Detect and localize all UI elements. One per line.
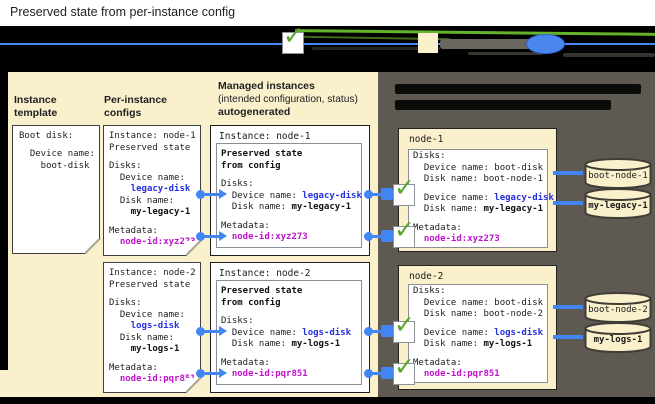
column-header-instance-template: Instance template xyxy=(14,94,58,119)
title-bar: Preserved state from per-instance config xyxy=(0,0,655,26)
disk-cylinder-label-2: boot-node-2 xyxy=(588,305,648,315)
connector-line xyxy=(369,330,382,333)
disk-cylinder-label-1: my-legacy-1 xyxy=(588,201,648,211)
vm-box-node-2: node-2 Disks: Device name: boot-disk Dis… xyxy=(398,265,557,390)
panel-corner xyxy=(0,370,8,397)
arrowhead-icon xyxy=(219,231,227,241)
cylinder-icon xyxy=(584,292,652,323)
connector-line xyxy=(369,235,382,238)
arrowhead-icon xyxy=(219,368,227,378)
connector-dot xyxy=(364,190,373,199)
connector-dot xyxy=(364,232,373,241)
legend-streak xyxy=(468,52,543,55)
legend-streak xyxy=(563,53,655,57)
cylinder-icon xyxy=(584,158,652,189)
vm-code: Disks: Device name: boot-disk Disk name:… xyxy=(413,151,554,245)
disk-cylinder-label-3: my-logs-1 xyxy=(593,335,643,345)
connector-node xyxy=(381,230,393,242)
disk-cylinder: boot-node-1 xyxy=(582,158,654,189)
folded-corner xyxy=(186,378,202,394)
instance-template-code: Boot disk: Device name: boot-disk xyxy=(19,131,95,171)
instance-template-box: Boot disk: Device name: boot-disk xyxy=(12,125,101,255)
connector-node xyxy=(381,188,393,200)
connector-dot xyxy=(196,232,205,241)
vm-name: node-1 xyxy=(409,134,444,145)
connector-dot xyxy=(196,190,205,199)
status-checkbox: ✓ xyxy=(393,175,415,206)
managed-instance-header: Instance: node-1 xyxy=(219,131,311,142)
check-icon: ✓ xyxy=(283,21,304,50)
connector-line xyxy=(201,235,220,238)
disk-link-line xyxy=(553,335,583,339)
disk-link-line xyxy=(553,171,583,175)
legend-reference-ellipse-icon xyxy=(526,34,565,54)
check-icon: ✓ xyxy=(394,215,415,244)
cylinder-icon xyxy=(584,188,652,219)
disk-cylinder: boot-node-2 xyxy=(582,292,654,323)
legend-streak xyxy=(312,47,440,50)
legend-blue-line xyxy=(0,43,655,45)
legend-preserved-state-swatch-icon xyxy=(418,33,438,53)
status-checkbox: ✓ xyxy=(393,354,415,385)
vm-panel-heading-bar xyxy=(395,84,641,94)
vm-name: node-2 xyxy=(409,271,444,282)
arrowhead-icon xyxy=(219,189,227,199)
connector-line xyxy=(369,372,382,375)
connector-node xyxy=(381,325,393,337)
legend-green-line xyxy=(294,29,655,36)
connector-dot xyxy=(196,369,205,378)
connector-line xyxy=(201,372,220,375)
folded-corner xyxy=(186,241,202,257)
connector-line xyxy=(201,193,220,196)
folded-corner xyxy=(85,239,101,255)
check-icon: ✓ xyxy=(394,310,415,339)
disk-cylinder-label-0: boot-node-1 xyxy=(588,171,648,181)
managed-instance-header: Instance: node-2 xyxy=(219,268,311,279)
connector-dot xyxy=(364,327,373,336)
connector-dot xyxy=(364,369,373,378)
column-header-per-instance-configs: Per-instance configs xyxy=(104,94,168,119)
column-header-managed-instances: Managed instances (intended configuratio… xyxy=(218,80,358,118)
vm-box-node-1: node-1 Disks: Device name: boot-disk Dis… xyxy=(398,128,557,252)
cylinder-icon xyxy=(584,322,652,353)
legend-streak xyxy=(440,39,552,49)
arrowhead-icon xyxy=(219,326,227,336)
connector-line xyxy=(201,330,220,333)
vm-inner-box: Disks: Device name: boot-disk Disk name:… xyxy=(408,149,554,248)
vm-code: Disks: Device name: boot-disk Disk name:… xyxy=(413,286,544,380)
disk-cylinder: my-logs-1 xyxy=(582,322,654,353)
check-icon: ✓ xyxy=(394,352,415,381)
connector-line xyxy=(369,193,382,196)
page-title: Preserved state from per-instance config xyxy=(10,5,236,19)
legend-check-icon: ✓ xyxy=(282,23,304,54)
connector-dot xyxy=(196,327,205,336)
status-checkbox: ✓ xyxy=(393,217,415,248)
status-checkbox: ✓ xyxy=(393,312,415,343)
vm-inner-box: Disks: Device name: boot-disk Disk name:… xyxy=(408,284,548,383)
disk-link-line xyxy=(553,201,583,205)
vm-panel-heading-bar xyxy=(395,100,611,110)
check-icon: ✓ xyxy=(394,173,415,202)
connector-node xyxy=(381,367,393,379)
disk-link-line xyxy=(553,305,583,309)
disk-cylinder: my-legacy-1 xyxy=(582,188,654,219)
